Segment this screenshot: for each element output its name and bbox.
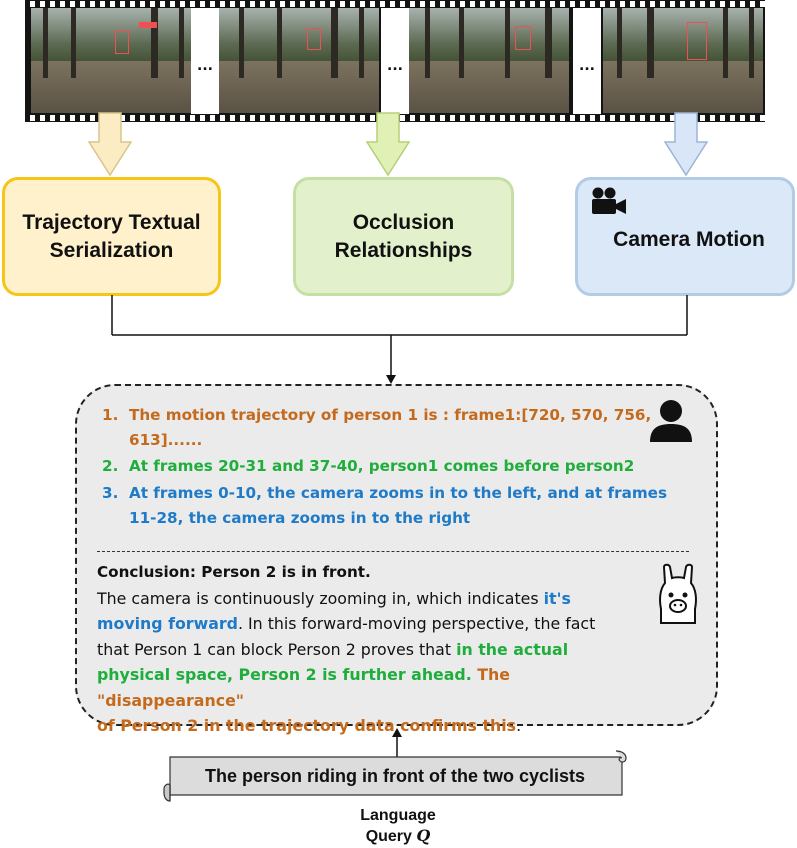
camera-motion-title: Camera Motion <box>613 227 765 251</box>
frame-gap: ... <box>191 8 219 114</box>
bbox-tag <box>139 22 157 28</box>
text-run: . In this forward-moving perspective, th… <box>237 614 596 634</box>
trajectory-title-line1: Trajectory Textual <box>22 210 201 234</box>
down-arrow-blue <box>664 112 708 176</box>
trajectory-serialization-box: Trajectory Textual Serialization <box>2 177 221 296</box>
bounding-box <box>515 26 531 50</box>
person-icon <box>650 400 692 442</box>
bounding-box <box>115 30 129 54</box>
conclusion-title: Conclusion: Person 2 is in front. <box>97 563 371 581</box>
step-number: 1. <box>102 406 119 424</box>
video-frame-3 <box>409 8 569 113</box>
step-2: 2. At frames 20-31 and 37-40, person1 com… <box>102 454 682 479</box>
highlight-green: in the actual <box>456 639 569 659</box>
step-text: At frames 0-10, the camera zooms in to t… <box>129 484 667 502</box>
query-symbol: Q <box>416 826 431 845</box>
occlusion-title-line2: Relationships <box>334 238 473 262</box>
step-number: 2. <box>102 457 119 475</box>
ellipsis: ... <box>387 58 403 74</box>
trajectory-title-line2: Serialization <box>49 238 174 262</box>
merge-connector <box>111 295 688 384</box>
step-text-cont: 613]...... <box>129 431 203 449</box>
step-text: At frames 20-31 and 37-40, person1 comes… <box>129 457 635 475</box>
language-query-label: Language Query Q <box>330 806 466 847</box>
frame-gap: ... <box>381 8 409 114</box>
down-arrow-yellow <box>88 112 132 176</box>
occlusion-title-line1: Occlusion <box>352 210 455 234</box>
section-divider <box>97 551 689 552</box>
occlusion-relationships-box: Occlusion Relationships <box>293 177 514 296</box>
conclusion-body: The camera is continuously zooming in, w… <box>97 586 617 738</box>
video-filmstrip: ... ... ... <box>25 0 765 122</box>
reasoning-panel <box>75 384 718 726</box>
step-3: 3. At frames 0-10, the camera zooms in to… <box>102 481 692 531</box>
label-line1: Language <box>360 807 436 824</box>
video-camera-icon <box>592 187 626 214</box>
step-text-cont: 11-28, the camera zooms in to the right <box>129 509 471 527</box>
label-line2: Query <box>365 828 417 845</box>
video-frame-1 <box>31 8 191 113</box>
text-run: The camera is continuously zooming in, w… <box>97 589 544 608</box>
video-frame-4 <box>603 8 763 113</box>
bounding-box <box>687 22 707 60</box>
down-arrow-green <box>366 112 410 176</box>
highlight-orange: The "disappearance" <box>97 665 510 710</box>
up-arrow <box>392 728 402 759</box>
step-text: The motion trajectory of person 1 is : f… <box>129 406 652 424</box>
text-run: . <box>516 716 522 736</box>
video-frame-2 <box>219 8 379 113</box>
highlight-green: physical space, Person 2 is further ahea… <box>97 665 478 685</box>
language-query-text: The person riding in front of the two cy… <box>204 766 586 786</box>
bounding-box <box>307 28 321 50</box>
highlight-orange: of Person 2 in the trajectory data confi… <box>97 716 517 736</box>
frame-gap: ... <box>573 8 601 114</box>
highlight-blue: it's <box>543 589 571 608</box>
filmstrip-holes-top <box>25 1 765 7</box>
step-1: 1. The motion trajectory of person 1 is :… <box>102 403 662 453</box>
highlight-blue: moving forward <box>97 614 238 634</box>
step-number: 3. <box>102 484 119 502</box>
ellipsis: ... <box>579 58 595 74</box>
ellipsis: ... <box>197 58 213 74</box>
text-run: that Person 1 can block Person 2 proves … <box>97 639 457 659</box>
llama-icon <box>659 563 697 624</box>
query-scroll <box>163 750 627 802</box>
